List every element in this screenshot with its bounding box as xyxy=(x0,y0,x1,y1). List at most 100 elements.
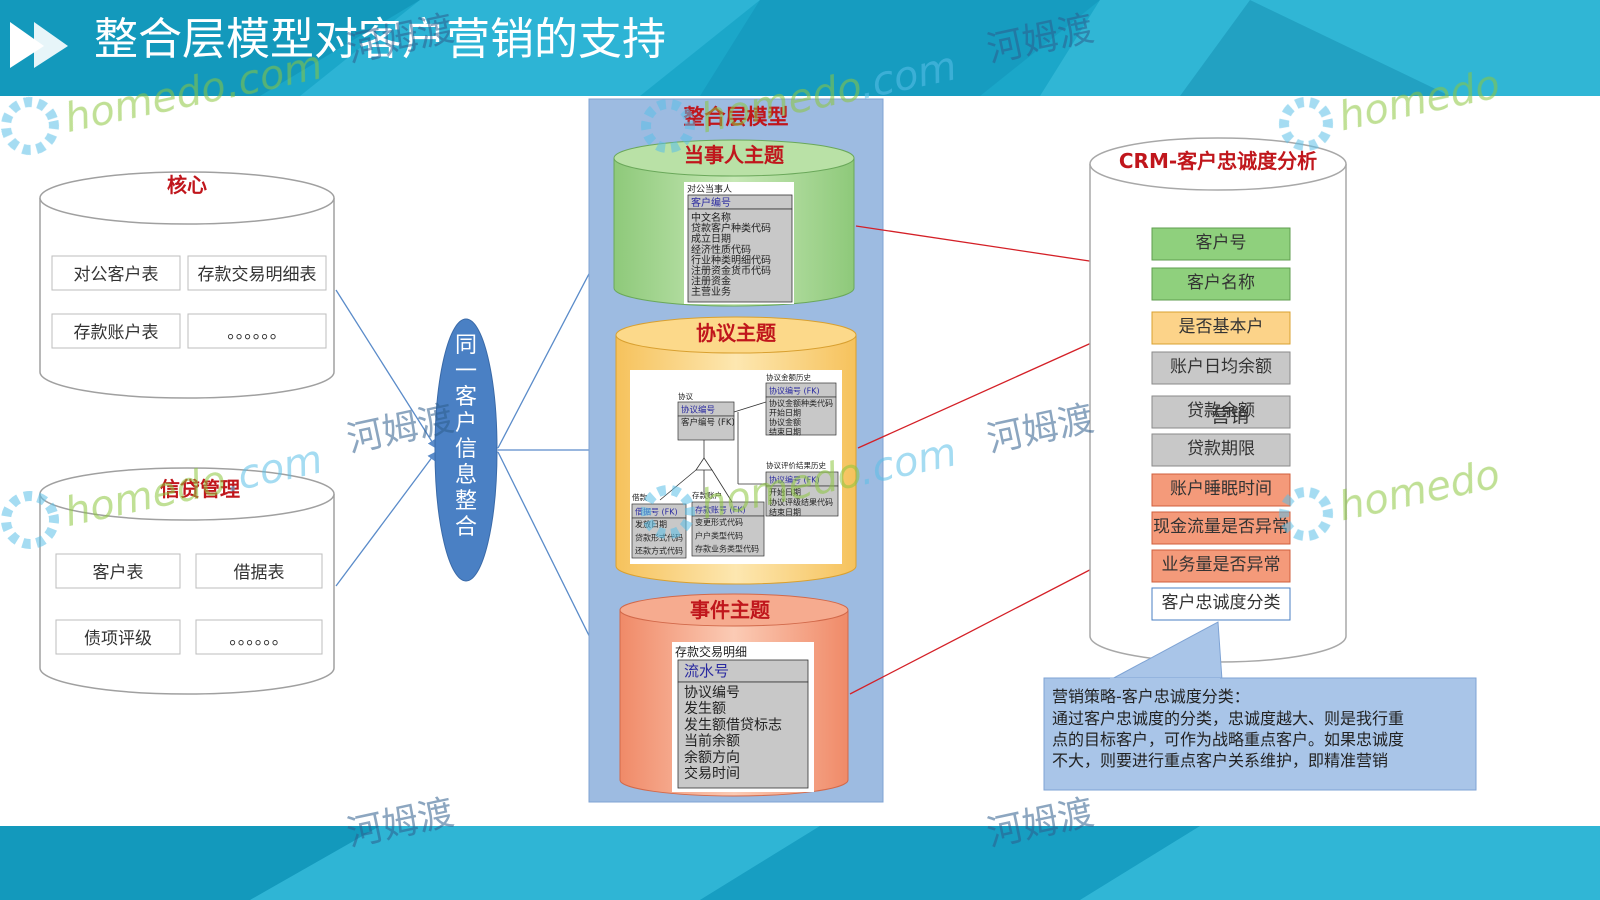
flower-logo-icon xyxy=(1,97,59,155)
crm-field-cell xyxy=(1151,511,1291,545)
strategy-note: 营销策略-客户忠诚度分类： 通过客户忠诚度的分类，忠诚度越大、则是我行重 点的目… xyxy=(1043,621,1477,791)
er-entity-field: 协议金额种类代码 xyxy=(769,398,833,408)
note-line: 不大，则要进行重点客户关系维护，即精准营销 xyxy=(1052,751,1388,770)
table-cell: 客户表 xyxy=(93,563,144,583)
party-field: 成立日期 xyxy=(691,232,731,245)
er-entity-pk: 协议编号 xyxy=(681,405,715,416)
table-cell: 借据表 xyxy=(234,563,285,583)
event-field: 发生额借贷标志 xyxy=(684,717,782,733)
crm-field-cell xyxy=(1151,351,1291,385)
header-banner: 整合层模型对客户营销的支持 xyxy=(0,0,1600,96)
core-label: 核心 xyxy=(167,173,207,197)
crm-field-cell xyxy=(1151,473,1291,507)
party-field: 经济性质代码 xyxy=(691,243,751,256)
source-core-db: 核心 对公客户表 存款交易明细表 存款账户表 。。。。。。 xyxy=(39,171,335,399)
crm-field-label: 客户忠诚度分类 xyxy=(1162,593,1281,613)
party-field: 注册资金 xyxy=(691,275,731,288)
party-field: 贷款客户种类代码 xyxy=(691,222,771,235)
table-cell: 对公客户表 xyxy=(74,265,159,285)
er-entity-pk: 借据号 (FK) xyxy=(635,507,678,517)
er-entity-field: 协议评级结果代码 xyxy=(769,497,833,507)
er-entity-field: 协议金额 xyxy=(769,417,801,427)
party-field: 行业种类明细代码 xyxy=(691,253,771,266)
er-entity-name: 协议 xyxy=(678,391,693,401)
er-entity-field: 户户类型代码 xyxy=(695,530,743,540)
note-line: 点的目标客户，可作为战略重点客户。如果忠诚度 xyxy=(1052,730,1404,749)
party-fields: 中文名称贷款客户种类代码成立日期经济性质代码行业种类明细代码注册资金货币代码注册… xyxy=(691,211,771,298)
play-icon-2 xyxy=(34,22,68,68)
integrate-char: 一 xyxy=(455,359,477,384)
party-field: 主营业务 xyxy=(691,285,731,298)
table-cell: 。。。。。。 xyxy=(229,629,289,649)
crm-fields: 客户号客户名称是否基本户账户日均余额贷款余额贷款期限账户睡眠时间现金流量是否异常… xyxy=(1151,227,1291,621)
crm-field-cell xyxy=(1151,433,1291,467)
model-label: 整合层模型 xyxy=(684,105,789,129)
er-entity-field: 开始日期 xyxy=(769,408,801,418)
event-field: 协议编号 xyxy=(684,685,740,701)
crm-db: CRM-客户忠诚度分析 客户号客户名称是否基本户账户日均余额贷款余额贷款期限账户… xyxy=(1089,137,1347,663)
agreement-label: 协议主题 xyxy=(696,321,777,345)
flower-logo-icon xyxy=(1279,97,1333,151)
er-entity-field: 客户编号 (FK) xyxy=(681,417,735,428)
er-entity-name: 存款账户 xyxy=(692,490,722,500)
er-entity-field: 还款方式代码 xyxy=(635,546,683,556)
table-cell: 债项评级 xyxy=(84,629,152,649)
footer-banner xyxy=(0,826,1600,900)
event-theme-db: 事件主题 存款交易明细 流水号 协议编号发生额发生额借贷标志当前余额余额方向交易… xyxy=(619,593,849,797)
event-field: 当前余额 xyxy=(684,733,740,750)
party-theme-db: 当事人主题 对公当事人 客户编号 中文名称贷款客户种类代码成立日期经济性质代码行… xyxy=(613,139,855,307)
integrate-char: 整 xyxy=(455,489,477,514)
source-arrows xyxy=(335,289,437,587)
event-field: 余额方向 xyxy=(684,749,740,766)
crm-field-cell xyxy=(1151,587,1291,621)
crm-field-label: 现金流量是否异常 xyxy=(1153,517,1289,537)
party-field: 注册资金货币代码 xyxy=(691,264,771,277)
play-icon xyxy=(10,22,44,68)
crm-field-label: 是否基本户 xyxy=(1179,317,1264,337)
crm-field-label: 客户名称 xyxy=(1187,273,1255,293)
integrate-char: 同 xyxy=(455,333,477,358)
event-field: 发生额 xyxy=(684,701,726,717)
crm-field-cell xyxy=(1151,395,1291,429)
er-entity-field: 开始日期 xyxy=(769,487,801,497)
er-entity-name: 协议金额历史 xyxy=(766,372,811,382)
integrate-char: 客 xyxy=(455,385,477,410)
crm-field-label: 账户睡眠时间 xyxy=(1170,479,1272,499)
er-entity-field: 结束日期 xyxy=(769,427,801,437)
credit-label: 信贷管理 xyxy=(160,477,240,501)
event-field: 交易时间 xyxy=(684,765,740,782)
crm-field-cell xyxy=(1151,227,1291,261)
er-entity-pk: 存款账号 (FK) xyxy=(695,505,746,515)
hemudu-watermark: 河姆渡 xyxy=(983,398,1097,461)
crm-field-label: 业务量是否异常 xyxy=(1162,555,1281,575)
er-entity-pk: 协议编号 (FK) xyxy=(769,386,820,396)
crm-field-label: 客户号 xyxy=(1196,233,1247,253)
event-entity: 存款交易明细 xyxy=(675,644,747,659)
table-cell: 。。。。。。 xyxy=(227,323,287,343)
crm-field-cell xyxy=(1151,311,1291,345)
party-field: 中文名称 xyxy=(691,211,731,224)
integrate-char: 合 xyxy=(455,515,477,540)
er-entity-name: 借款 xyxy=(632,492,647,502)
integrate-char: 户 xyxy=(455,411,477,436)
crm-field-cell xyxy=(1151,267,1291,301)
party-pk: 客户编号 xyxy=(691,196,731,209)
integrate-char: 信 xyxy=(455,437,477,462)
er-entity-field: 存款业务类型代码 xyxy=(695,544,759,554)
event-pk: 流水号 xyxy=(684,662,729,680)
party-entity: 对公当事人 xyxy=(687,183,732,195)
integrate-char: 息 xyxy=(455,463,477,488)
crm-field-cell xyxy=(1151,549,1291,583)
crm-field-label: 账户日均余额 xyxy=(1170,357,1272,377)
crm-field-label: 贷款期限 xyxy=(1187,439,1255,459)
source-credit-db: 信贷管理 客户表 借据表 债项评级 。。。。。。 xyxy=(39,467,335,695)
model-panel: 整合层模型 当事人主题 对公当事人 客户编号 中文名称贷款客户种类代码成立日期经… xyxy=(588,98,884,803)
crm-label: CRM-客户忠诚度分析 xyxy=(1119,149,1317,173)
party-label: 当事人主题 xyxy=(684,143,785,167)
table-cell: 存款交易明细表 xyxy=(198,265,317,285)
er-entity-pk: 协议编号 (FK) xyxy=(769,475,820,485)
